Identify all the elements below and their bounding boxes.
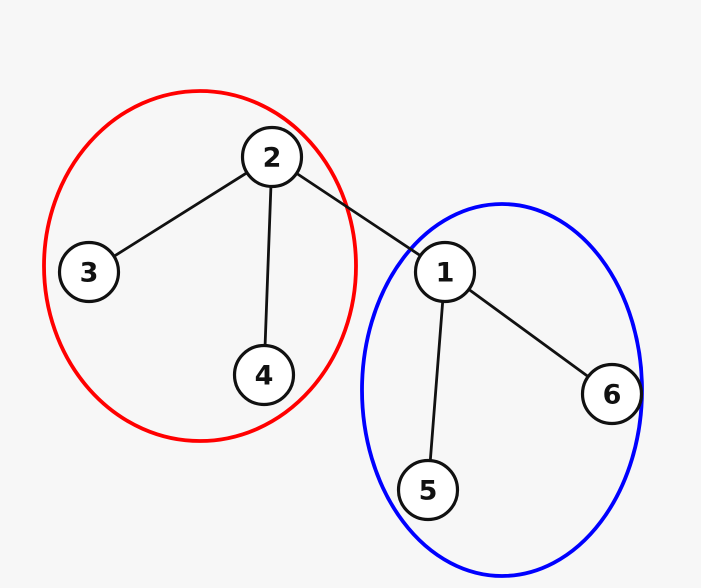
red-group-ellipse [42,89,358,443]
node-label-3: 3 [80,258,99,289]
node-circle-6 [580,362,644,426]
edge-2-3 [87,155,274,274]
node-circle-5 [396,458,460,522]
node-label-5: 5 [419,476,438,507]
graph-node-2: 2 [240,125,304,189]
node-label-6: 6 [603,380,622,411]
node-label-2: 2 [263,143,282,174]
graph-node-1: 1 [413,240,477,304]
node-label-4: 4 [255,361,274,392]
graph-node-5: 5 [396,458,460,522]
edge-2-1 [270,155,447,274]
node-circle-4 [232,343,296,407]
graph-node-4: 4 [232,343,296,407]
edge-1-6 [443,270,614,396]
edge-1-5 [426,270,447,492]
node-circle-3 [57,240,121,304]
node-label-1: 1 [436,258,455,289]
graph-node-6: 6 [580,362,644,426]
node-circle-1 [413,240,477,304]
node-circle-2 [240,125,304,189]
graph-node-3: 3 [57,240,121,304]
edge-2-4 [262,155,274,377]
